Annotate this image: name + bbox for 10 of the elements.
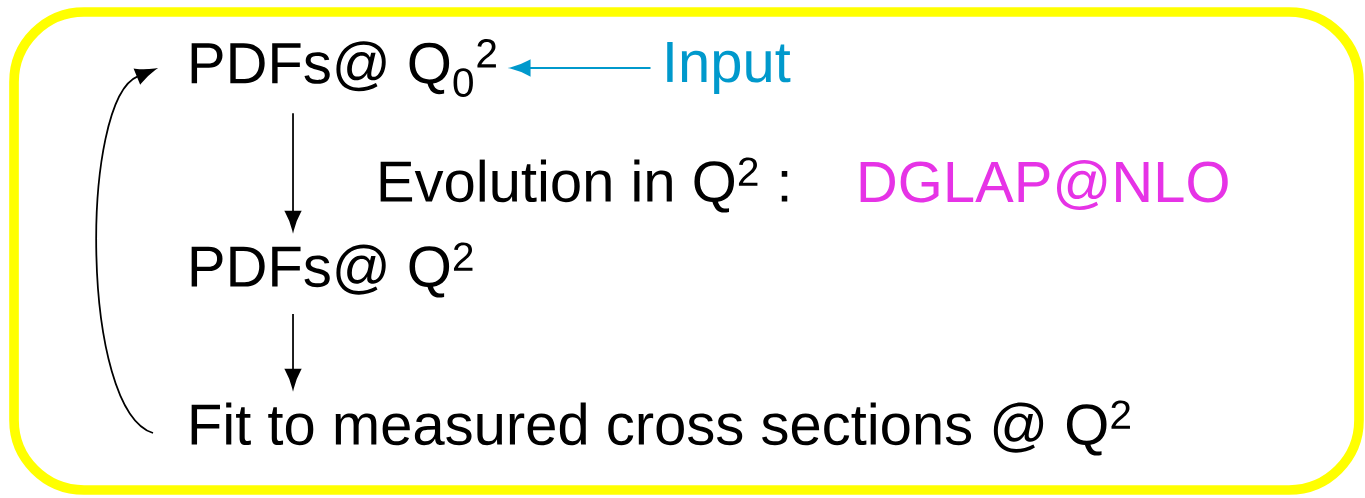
- arrow: [284, 210, 302, 231]
- annotation: Evolution in Q$^{2}$ :: [380, 157, 788, 213]
- flow-step: Fit to measured cross sections @ Q$^{2}$: [191, 400, 1130, 456]
- arrow: [510, 59, 652, 77]
- flow-step: PDFs@ Q$^{2}$: [191, 242, 473, 298]
- arrow: [284, 368, 302, 389]
- annotation: DGLAP@NLO: [860, 159, 1228, 210]
- flow-step: Input: [667, 42, 791, 94]
- arrow: [95, 68, 156, 434]
- flow-step: PDFs@ Q$_{0}$2: [191, 39, 496, 97]
